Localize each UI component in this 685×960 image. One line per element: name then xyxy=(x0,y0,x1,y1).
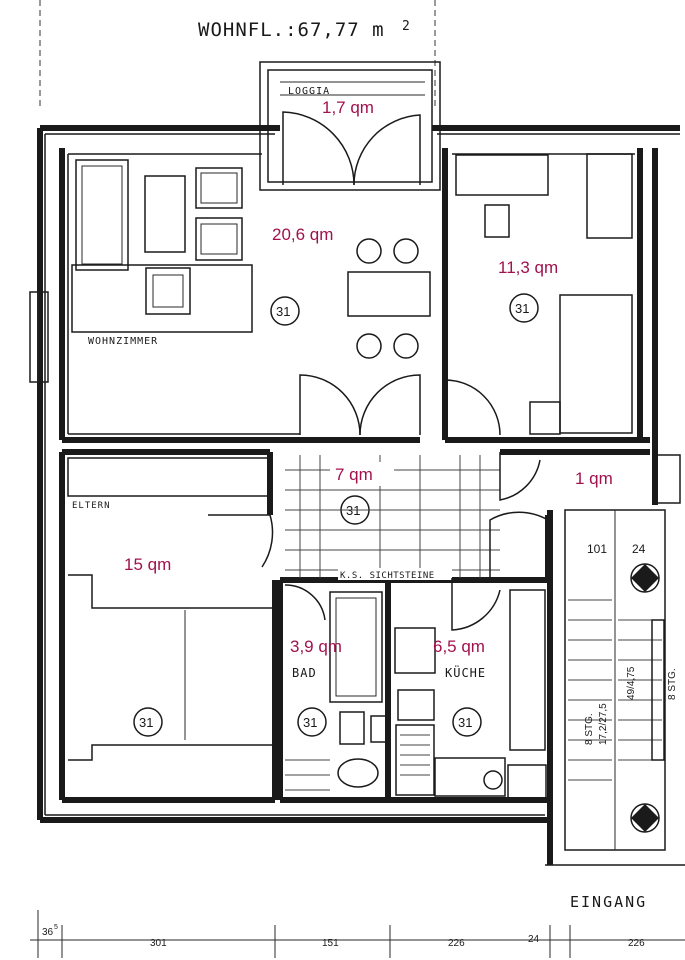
stair-label-101: 101 xyxy=(587,542,607,556)
loggia-label: LOGGIA xyxy=(288,86,330,97)
loggia: LOGGIA 1,7 qm xyxy=(259,61,441,191)
room-tag-eltern-text: 31 xyxy=(139,715,153,730)
kueche-label: KÜCHE xyxy=(445,664,486,680)
window-left xyxy=(29,291,49,383)
abstellraum: 1 qm xyxy=(499,452,681,504)
stair-ratio-left: 17,2/27,5 xyxy=(598,703,609,745)
plan-title-superscript: 2 xyxy=(402,19,411,34)
stair-ratio-right: 49/4,75 xyxy=(626,666,637,700)
zimmer-furniture: 11,3 qm xyxy=(455,153,633,435)
stair-marker-bottom xyxy=(630,803,660,833)
plan-title: WOHNFL.:67,77 m xyxy=(198,19,385,41)
kueche: 6,5 qm KÜCHE xyxy=(394,578,547,799)
living-room-doors xyxy=(299,374,501,436)
dimension-4: 226 xyxy=(448,938,465,949)
outer-walls xyxy=(37,125,685,866)
room-tag-kueche-text: 31 xyxy=(458,715,472,730)
flur: 7 qm K.S. SICHTSTEINE xyxy=(208,455,549,581)
room-tag-zimmer xyxy=(509,293,539,323)
room-tag-wohnzimmer xyxy=(270,296,300,326)
dimension-5: 24 xyxy=(528,934,540,945)
room-tag-eltern xyxy=(133,707,163,737)
eltern-area: 15 qm xyxy=(124,555,171,574)
room-tag-bad-text: 31 xyxy=(303,715,317,730)
stair-marker-top xyxy=(630,563,660,593)
flur-area: 7 qm xyxy=(335,465,373,484)
interior-walls xyxy=(59,148,658,803)
dimension-line: 36 5 301 151 226 24 226 xyxy=(30,910,685,958)
stair-steps-left: 8 STG. xyxy=(584,713,595,745)
room-tag-zimmer-text: 31 xyxy=(515,301,529,316)
bad-label: BAD xyxy=(292,666,317,680)
room-tag-bad xyxy=(297,707,327,737)
eltern: ELTERN 15 qm xyxy=(67,457,275,761)
wohnzimmer-area: 20,6 qm xyxy=(272,225,333,244)
bad-area: 3,9 qm xyxy=(290,637,342,656)
kueche-area: 6,5 qm xyxy=(433,637,485,656)
room-tags: 31 31 31 31 31 31 xyxy=(133,293,539,737)
ks-sichtsteine-label: K.S. SICHTSTEINE xyxy=(340,571,435,581)
loggia-area: 1,7 qm xyxy=(322,98,374,117)
eltern-label: ELTERN xyxy=(72,501,111,511)
abstell-area: 1 qm xyxy=(575,469,613,488)
stair-steps-right: 8 STG. xyxy=(667,668,678,700)
bad: 3,9 qm BAD xyxy=(281,579,388,791)
dimension-2: 301 xyxy=(150,938,167,949)
room-tag-kueche xyxy=(452,707,482,737)
room-tag-wohnzimmer-text: 31 xyxy=(276,304,290,319)
entrance-label: EINGANG xyxy=(570,893,647,911)
stair-label-24: 24 xyxy=(632,542,646,556)
dimension-1: 36 xyxy=(42,927,54,938)
dimension-1-superscript: 5 xyxy=(54,924,58,931)
zimmer-area: 11,3 qm xyxy=(498,258,558,277)
dimension-6: 226 xyxy=(628,938,645,949)
wohnzimmer-label: WOHNZIMMER xyxy=(88,336,158,347)
living-room-furniture: WOHNZIMMER 20,6 qm xyxy=(71,159,431,359)
staircase: 101 24 8 STG. 17,2/27,5 49/4,75 8 STG. xyxy=(564,509,678,851)
dimension-3: 151 xyxy=(322,938,339,949)
